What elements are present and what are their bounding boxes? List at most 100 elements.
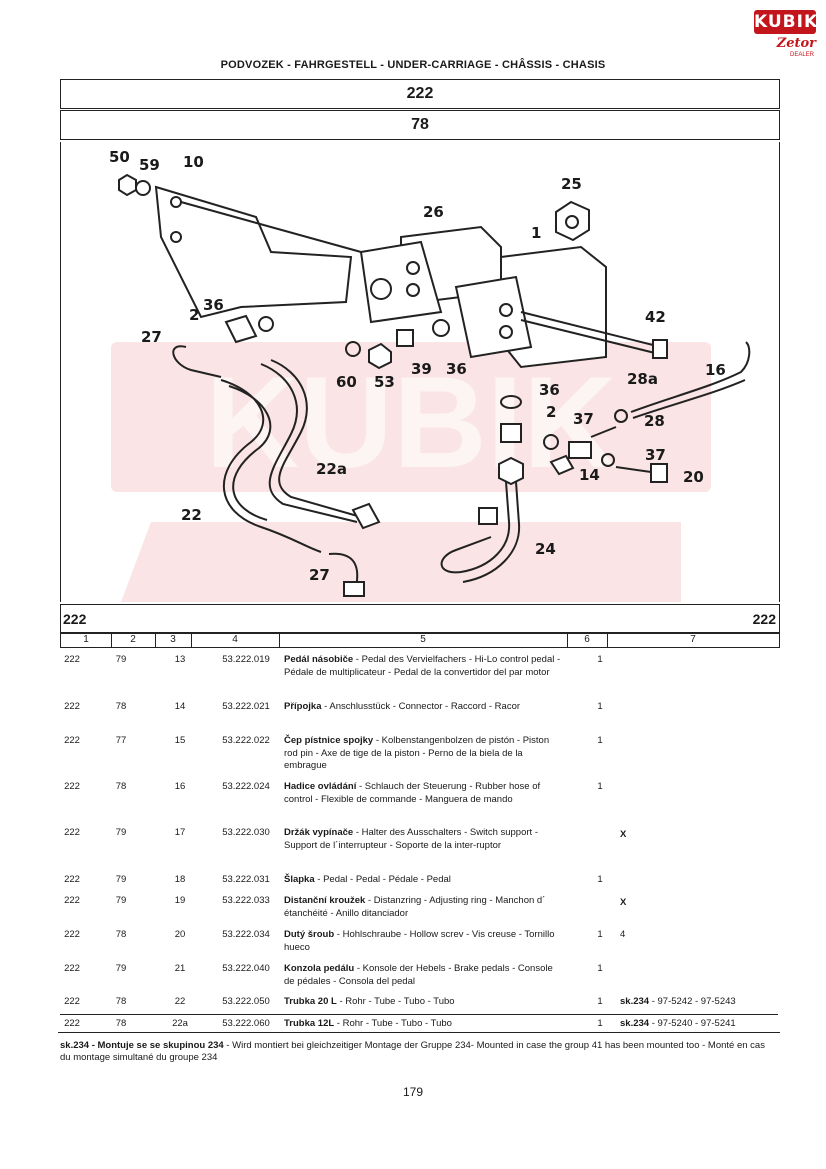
footnote-bold: sk.234 - Montuje se se skupinou 234 [60,1040,224,1051]
note-text: 4 [620,929,626,940]
cell-qty: 1 [597,654,603,665]
column-header: 7 [690,634,696,645]
callout-label: 2 [189,306,199,324]
footnote-text: - Wird montiert bei gleichzeitiger Monta… [60,1040,765,1063]
logo-sub: Zetor [776,36,816,51]
part-desc: - Pedal - Pedal - Pédale - Pedal [314,874,451,885]
cell-group: 222 [64,735,80,746]
logo-tag: DEALER [790,52,815,58]
cell-description: Distanční kroužek - Distanzring - Adjust… [284,895,564,920]
cell-qty: 1 [597,701,603,712]
cell-position: 18 [174,874,186,885]
cell-description: Trubka 20 L - Rohr - Tube - Tubo - Tubo [284,996,564,1009]
watermark-text: KUBIK [205,349,617,495]
cell-description: Čep pístnice spojky - Kolbenstangenbolze… [284,735,564,773]
cell-qty: 1 [597,1018,603,1029]
cell-group: 222 [64,701,80,712]
cell-position: 22 [174,996,186,1007]
cell-note: 4 [620,929,780,940]
cell-group: 222 [64,874,80,885]
callout-label: 36 [203,296,224,314]
column-header: 4 [191,633,280,647]
note-bold: sk.234 [620,996,650,1007]
part-desc: - Konsole der Hebels - Brake pedals - Co… [284,963,553,987]
column-headers: 1 2 3 4 5 6 7 [60,632,780,648]
cell-group: 222 [64,1018,80,1029]
part-name: Hadice ovládání [284,781,357,792]
note-bold: X [620,897,627,908]
cell-qty: 1 [597,735,603,746]
part-desc: - Distanzring - Adjusting ring - Manchon… [284,895,546,919]
cell-sheet: 79 [115,963,127,974]
cell-description: Hadice ovládání - Schlauch der Steuerung… [284,781,564,806]
cell-sheet: 78 [115,996,127,1007]
cell-sheet: 78 [115,1018,127,1029]
part-desc: - Kolbenstangenbolzen de pistón - Piston… [284,735,550,771]
table-group-header: 222 222 [60,604,780,634]
kubik-zetor-logo: KUBIK Zetor DEALER [754,10,819,62]
cell-description: Přípojka - Anschlusstück - Connector - R… [284,701,564,714]
callout-label: 37 [573,410,594,428]
callout-label: 26 [423,203,444,221]
cell-part-number: 53.222.050 [222,996,270,1007]
part-desc: - Hohlschraube - Hollow screv - Vis creu… [284,929,555,953]
callout-label: 1 [531,224,541,242]
callout-label: 25 [561,175,582,193]
cell-note: sk.234 - 97-5240 - 97-5241 [620,1018,780,1029]
column-header: 5 [279,633,568,647]
callout-label: 20 [683,468,704,486]
cell-position: 21 [174,963,186,974]
cell-description: Trubka 12L - Rohr - Tube - Tubo - Tubo [284,1018,564,1031]
cell-qty: 1 [597,996,603,1007]
cell-note: X [620,829,780,840]
parts-drawing [118,173,751,597]
note-text: - 97-5242 - 97-5243 [649,996,736,1007]
sheet-number-box: 78 [60,110,780,140]
cell-position: 14 [174,701,186,712]
cell-position: 16 [174,781,186,792]
cell-part-number: 53.222.024 [222,781,270,792]
cell-position: 22a [172,1018,188,1029]
part-desc: - Pedal des Vervielfachers - Hi-Lo contr… [284,654,561,678]
part-name: Šlapka [284,874,315,885]
cell-part-number: 53.222.030 [222,827,270,838]
cell-description: Dutý šroub - Hohlschraube - Hollow screv… [284,929,564,954]
part-desc: - Rohr - Tube - Tubo - Tubo [334,1018,452,1029]
callout-label: 10 [183,153,204,171]
cell-position: 17 [174,827,186,838]
part-desc: - Schlauch der Steuerung - Rubber hose o… [284,781,541,805]
callout-label: 59 [139,156,160,174]
table-group-left: 222 [63,611,87,627]
cell-part-number: 53.222.033 [222,895,270,906]
group-number-box: 222 [60,79,780,109]
part-name: Konzola pedálu [284,963,355,974]
callout-label: 22 [181,506,202,524]
note-text: - 97-5240 - 97-5241 [649,1018,736,1029]
cell-group: 222 [64,827,80,838]
cell-part-number: 53.222.019 [222,654,270,665]
part-name: Dutý šroub [284,929,335,940]
part-name: Trubka 12L [284,1018,335,1029]
cell-note: sk.234 - 97-5242 - 97-5243 [620,996,780,1007]
callout-label: 24 [535,540,556,558]
column-header: 2 [111,633,156,647]
callout-label: 28 [644,412,665,430]
callout-labels: 50 59 10 25 26 1 2 36 27 42 60 53 39 36 … [109,148,726,584]
exploded-parts-diagram: KUBIK [60,142,780,602]
callout-label: 50 [109,148,130,166]
cell-sheet: 78 [115,701,127,712]
part-name: Trubka 20 L [284,996,337,1007]
callout-label: 53 [374,373,395,391]
callout-label: 2 [546,403,556,421]
callout-label: 42 [645,308,666,326]
callout-label: 28a [627,370,658,388]
cell-sheet: 79 [115,895,127,906]
callout-label: 27 [141,328,162,346]
logo-brand: KUBIK [754,10,819,34]
cell-part-number: 53.222.022 [222,735,270,746]
callout-label: 60 [336,373,357,391]
cell-note: X [620,897,780,908]
part-name: Distanční kroužek [284,895,366,906]
callout-label: 22a [316,460,347,478]
page-header: PODVOZEK - FAHRGESTELL - UNDER-CARRIAGE … [220,59,606,71]
